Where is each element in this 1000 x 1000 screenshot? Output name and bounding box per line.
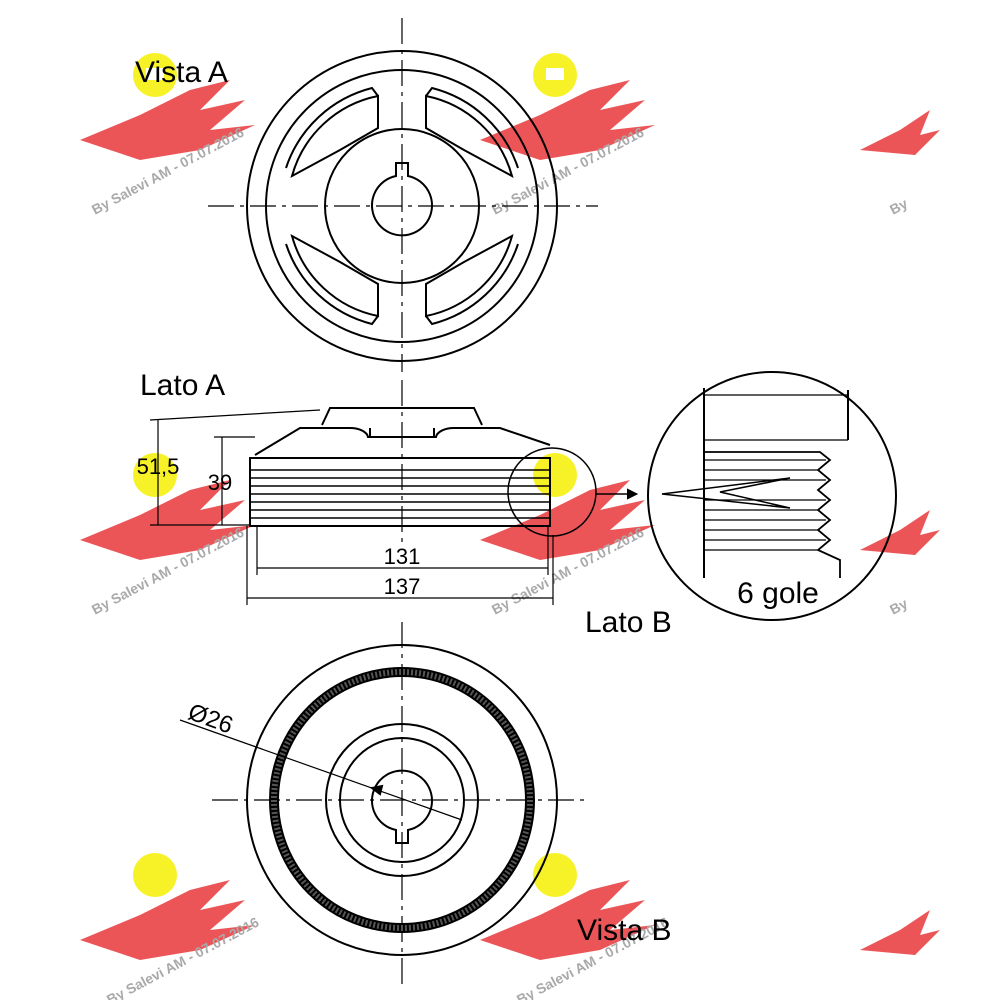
groove-detail-view [647,371,897,621]
label-vista-a: Vista A [135,56,228,89]
dimension-width-inner: 131 [384,544,421,569]
watermark-logo [80,53,255,160]
watermark-wing [860,110,940,155]
side-view [249,380,639,545]
label-lato-a: Lato A [140,369,225,402]
watermark-logo [80,853,255,960]
watermark-logo [480,53,655,160]
watermark-wing [860,910,940,955]
grooves-label: 6 gole [737,577,819,610]
watermark-wing [860,510,940,555]
watermark-credit-short: By [887,595,911,618]
label-vista-b: Vista B [577,914,672,947]
label-lato-b: Lato B [585,606,672,639]
dimension-width-outer: 137 [384,574,421,599]
watermark-logo [80,453,255,560]
side-view-dimensions [149,409,554,605]
vista-b-view [179,622,590,985]
dimension-height-inner: 39 [208,470,232,495]
pulley-grooves [250,469,550,519]
vista-a-view [208,18,598,372]
dimension-bore-diameter: Ø26 [185,699,237,740]
dimension-height-outer: 51,5 [137,454,180,479]
watermark-credit-short: By [887,195,911,218]
